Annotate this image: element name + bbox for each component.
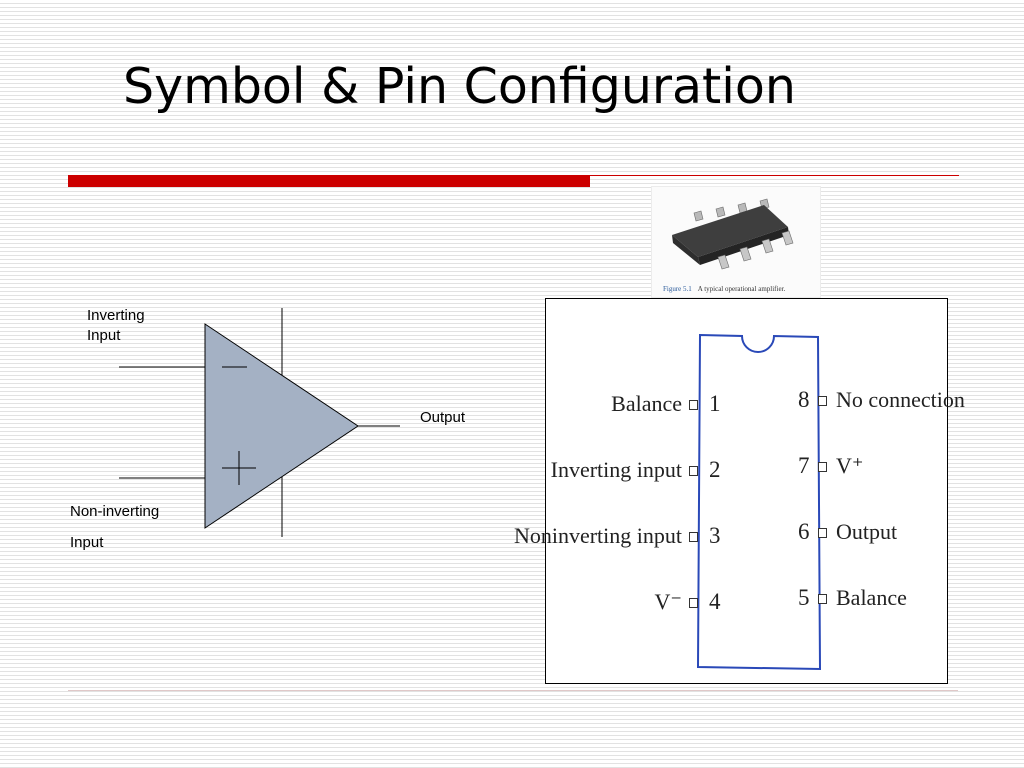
figure-caption: A typical operational amplifier. — [697, 285, 786, 293]
pin-label-right: V⁺ — [836, 453, 864, 478]
ic-body-outline — [696, 333, 822, 671]
title-underline-thin — [590, 175, 959, 176]
figure-label: Figure 5.1 — [663, 285, 692, 293]
pin-label-left: Balance — [611, 391, 682, 416]
pin-pad-right — [818, 594, 827, 604]
pin-label-left: Noninverting input — [513, 523, 682, 548]
inverting-input-label: Inverting Input — [87, 306, 145, 346]
inverting-label-line1: Inverting — [87, 307, 145, 324]
slide-title: Symbol & Pin Configuration — [123, 58, 796, 115]
pin-number-left: 1 — [709, 391, 721, 416]
pin-pad-left — [689, 532, 698, 542]
pin-number-left: 4 — [709, 589, 721, 614]
pin-number-left: 3 — [709, 523, 721, 548]
pin-number-right: 6 — [798, 519, 810, 544]
noninverting-label-line2: Input — [70, 534, 104, 551]
pin-pad-left — [689, 598, 698, 608]
opamp-triangle — [204, 323, 359, 529]
opamp-chip-photo: Figure 5.1 A typical operational amplifie… — [651, 186, 821, 298]
inverting-label-line2: Input — [87, 327, 121, 344]
pin-label-right: Output — [836, 519, 898, 544]
noninverting-label-line1: Non-inverting — [70, 503, 160, 520]
pin-label-left: V⁻ — [654, 589, 683, 614]
pin-number-left: 2 — [709, 457, 721, 482]
pin-pad-right — [818, 396, 827, 406]
pin-pad-right — [818, 528, 827, 538]
pin-pad-right — [818, 462, 827, 472]
photo-caption: Figure 5.1 A typical operational amplifie… — [663, 285, 785, 293]
footer-rule — [68, 690, 958, 691]
pin-pad-left — [689, 466, 698, 476]
pin-number-right: 7 — [798, 453, 810, 478]
title-underline-red — [68, 175, 590, 187]
pin-label-right: No connection — [836, 387, 965, 412]
ic-package-outline — [696, 333, 822, 671]
pin-number-right: 8 — [798, 387, 810, 412]
pin-label-right: Balance — [836, 585, 907, 610]
pin-label-left: Inverting input — [550, 457, 682, 482]
output-label: Output — [420, 409, 466, 426]
ic-chip-icon — [672, 198, 794, 270]
pin-pad-left — [689, 400, 698, 410]
pin-number-right: 5 — [798, 585, 810, 610]
